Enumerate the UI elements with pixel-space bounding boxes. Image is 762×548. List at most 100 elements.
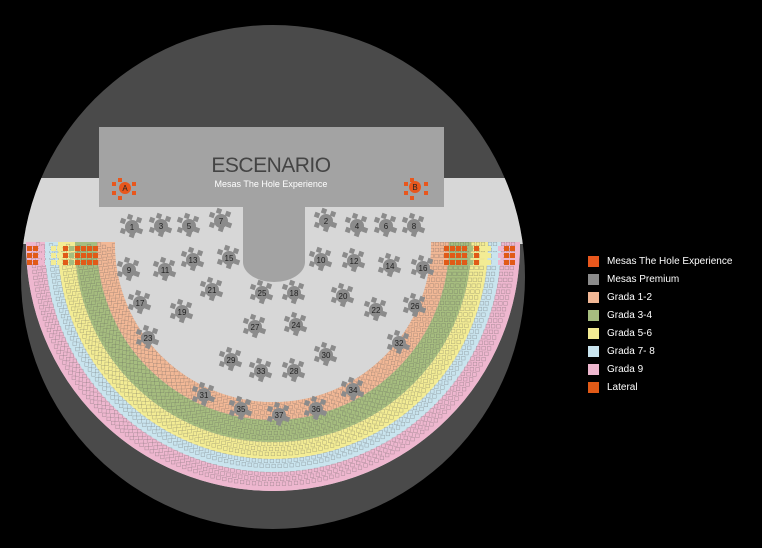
seat[interactable] — [379, 421, 384, 426]
seat[interactable] — [464, 351, 469, 356]
seat[interactable] — [259, 425, 265, 430]
lateral-seat[interactable] — [27, 260, 32, 265]
seat[interactable] — [103, 262, 108, 267]
seat[interactable] — [201, 461, 206, 466]
seat[interactable] — [95, 311, 100, 317]
seat[interactable] — [313, 459, 318, 464]
seat[interactable] — [465, 289, 470, 294]
seat[interactable] — [82, 390, 87, 395]
seat[interactable] — [187, 394, 192, 399]
seat[interactable] — [57, 341, 62, 346]
seat[interactable] — [141, 415, 146, 420]
seat[interactable] — [114, 410, 119, 415]
seat[interactable] — [108, 366, 113, 371]
seat[interactable] — [106, 324, 111, 330]
seat[interactable] — [340, 447, 345, 452]
seat[interactable] — [133, 356, 138, 361]
seat[interactable] — [481, 295, 486, 300]
seat[interactable] — [195, 459, 200, 464]
lateral-seat[interactable] — [69, 260, 74, 265]
seat[interactable] — [425, 359, 430, 364]
seat[interactable] — [172, 427, 177, 432]
seat[interactable] — [144, 354, 149, 359]
seat[interactable] — [107, 247, 112, 252]
seat[interactable] — [390, 360, 396, 366]
seat[interactable] — [435, 344, 440, 349]
seat[interactable] — [374, 458, 379, 463]
seat[interactable] — [256, 476, 261, 481]
seat[interactable] — [237, 439, 242, 444]
seat[interactable] — [107, 316, 113, 321]
seat[interactable] — [373, 394, 378, 399]
seat[interactable] — [263, 481, 269, 486]
lateral-seat[interactable] — [450, 253, 455, 258]
seat[interactable] — [159, 408, 164, 413]
seat[interactable] — [412, 405, 418, 411]
seat[interactable] — [487, 318, 492, 323]
seat[interactable] — [467, 345, 472, 350]
seat[interactable] — [173, 392, 178, 397]
seat[interactable] — [378, 430, 383, 435]
seat[interactable] — [149, 366, 154, 371]
seat[interactable] — [410, 327, 415, 332]
seat[interactable] — [428, 398, 433, 403]
seat[interactable] — [495, 289, 501, 294]
seat[interactable] — [364, 443, 369, 448]
seat[interactable] — [401, 371, 406, 376]
seat[interactable] — [401, 357, 406, 362]
seat[interactable] — [79, 328, 84, 334]
seat[interactable] — [447, 271, 452, 276]
seat[interactable] — [104, 353, 110, 358]
seat[interactable] — [422, 421, 427, 426]
seat[interactable] — [386, 378, 391, 384]
seat[interactable] — [368, 380, 373, 385]
lateral-seat[interactable] — [450, 246, 455, 251]
seat[interactable] — [139, 442, 144, 447]
seat[interactable] — [396, 434, 401, 439]
seat[interactable] — [446, 312, 451, 317]
seat[interactable] — [376, 386, 381, 391]
seat[interactable] — [470, 242, 476, 247]
seat[interactable] — [361, 413, 367, 418]
seat[interactable] — [406, 395, 411, 400]
seat[interactable] — [88, 359, 93, 364]
seat[interactable] — [468, 271, 473, 276]
seat[interactable] — [371, 389, 376, 394]
seat[interactable] — [69, 353, 74, 358]
seat[interactable] — [246, 419, 251, 424]
seat[interactable] — [130, 335, 135, 340]
seat[interactable] — [72, 358, 77, 363]
seat[interactable] — [395, 356, 400, 361]
seat[interactable] — [172, 385, 177, 390]
lateral-seat[interactable] — [27, 246, 32, 251]
seat[interactable] — [104, 342, 110, 347]
seat[interactable] — [294, 419, 299, 424]
seat[interactable] — [184, 446, 189, 451]
seat[interactable] — [263, 458, 268, 463]
seat[interactable] — [183, 398, 189, 403]
seat[interactable] — [375, 412, 380, 417]
seat[interactable] — [141, 365, 146, 370]
seat[interactable] — [436, 389, 441, 395]
seat[interactable] — [415, 363, 420, 368]
lateral-seat[interactable] — [492, 260, 497, 265]
seat[interactable] — [115, 340, 120, 345]
seat[interactable] — [469, 377, 474, 382]
seat[interactable] — [265, 463, 270, 468]
seat[interactable] — [228, 415, 233, 420]
seat[interactable] — [111, 343, 116, 349]
seat[interactable] — [472, 301, 477, 306]
seat[interactable] — [239, 444, 244, 449]
seat[interactable] — [444, 328, 449, 333]
seat[interactable] — [207, 462, 212, 468]
seat[interactable] — [395, 370, 400, 376]
seat[interactable] — [313, 467, 319, 472]
seat[interactable] — [208, 431, 213, 436]
seat[interactable] — [158, 374, 163, 379]
seat[interactable] — [214, 470, 219, 475]
seat[interactable] — [235, 461, 240, 466]
seat[interactable] — [280, 446, 286, 451]
seat[interactable] — [41, 310, 46, 316]
seat[interactable] — [148, 350, 153, 356]
seat[interactable] — [287, 481, 293, 486]
